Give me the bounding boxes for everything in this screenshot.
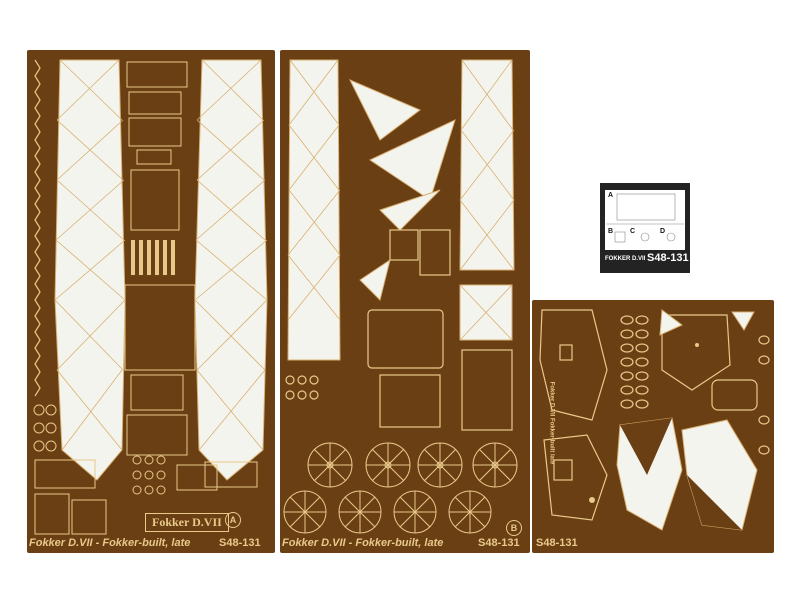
cowling-top-plate <box>661 314 731 391</box>
thumb-letter-a: A <box>608 192 614 199</box>
left-strut-panel <box>287 59 341 361</box>
fret-a-letter: A <box>225 512 241 528</box>
right-strut-panel <box>459 59 515 341</box>
wheel-spokes <box>283 442 518 534</box>
fokker-logo-plate: Fokker D.VII <box>145 513 229 532</box>
fret-c-code: S48-131 <box>536 537 578 549</box>
thumb-code: S48-131 <box>647 252 689 264</box>
fret-a-caption: Fokker D.VII - Fokker-built, late <box>29 537 191 549</box>
rib-tape-strip <box>34 59 41 397</box>
thumbnail-sheet: A B C D <box>605 190 685 250</box>
fret-c-parts <box>539 309 770 531</box>
thumb-letter-d: D <box>660 228 666 235</box>
packaging-thumbnail: A B C D FOKKER D.VII S48-131 <box>600 183 690 273</box>
fret-b-parts <box>283 59 518 534</box>
cowling-panel-bottom <box>543 434 608 521</box>
fret-b-letter: B <box>506 520 522 536</box>
fret-a-parts <box>33 59 268 535</box>
thumb-parts-sketch <box>606 193 684 243</box>
fret-b: B Fokker D.VII - Fokker-built, late S48-… <box>280 50 530 553</box>
thumb-brand: FOKKER D.VII <box>605 256 646 262</box>
fret-c-side-text: Fokker D.VII Fokker-built late <box>548 381 555 465</box>
fret-b-code: S48-131 <box>478 537 520 549</box>
fret-b-caption: Fokker D.VII - Fokker-built, late <box>282 537 444 549</box>
fret-c: S48-131 Fokker D.VII Fokker-built late <box>532 300 774 553</box>
thumb-letter-c: C <box>630 228 636 235</box>
fret-a: Fokker D.VII A Fokker D.VII - Fokker-bui… <box>27 50 275 553</box>
cowling-panel-left <box>539 309 608 421</box>
triangle-panels <box>348 79 456 301</box>
thumb-letter-b: B <box>608 228 614 235</box>
white-cowl-panels <box>616 309 758 531</box>
fret-a-code: S48-131 <box>219 537 261 549</box>
